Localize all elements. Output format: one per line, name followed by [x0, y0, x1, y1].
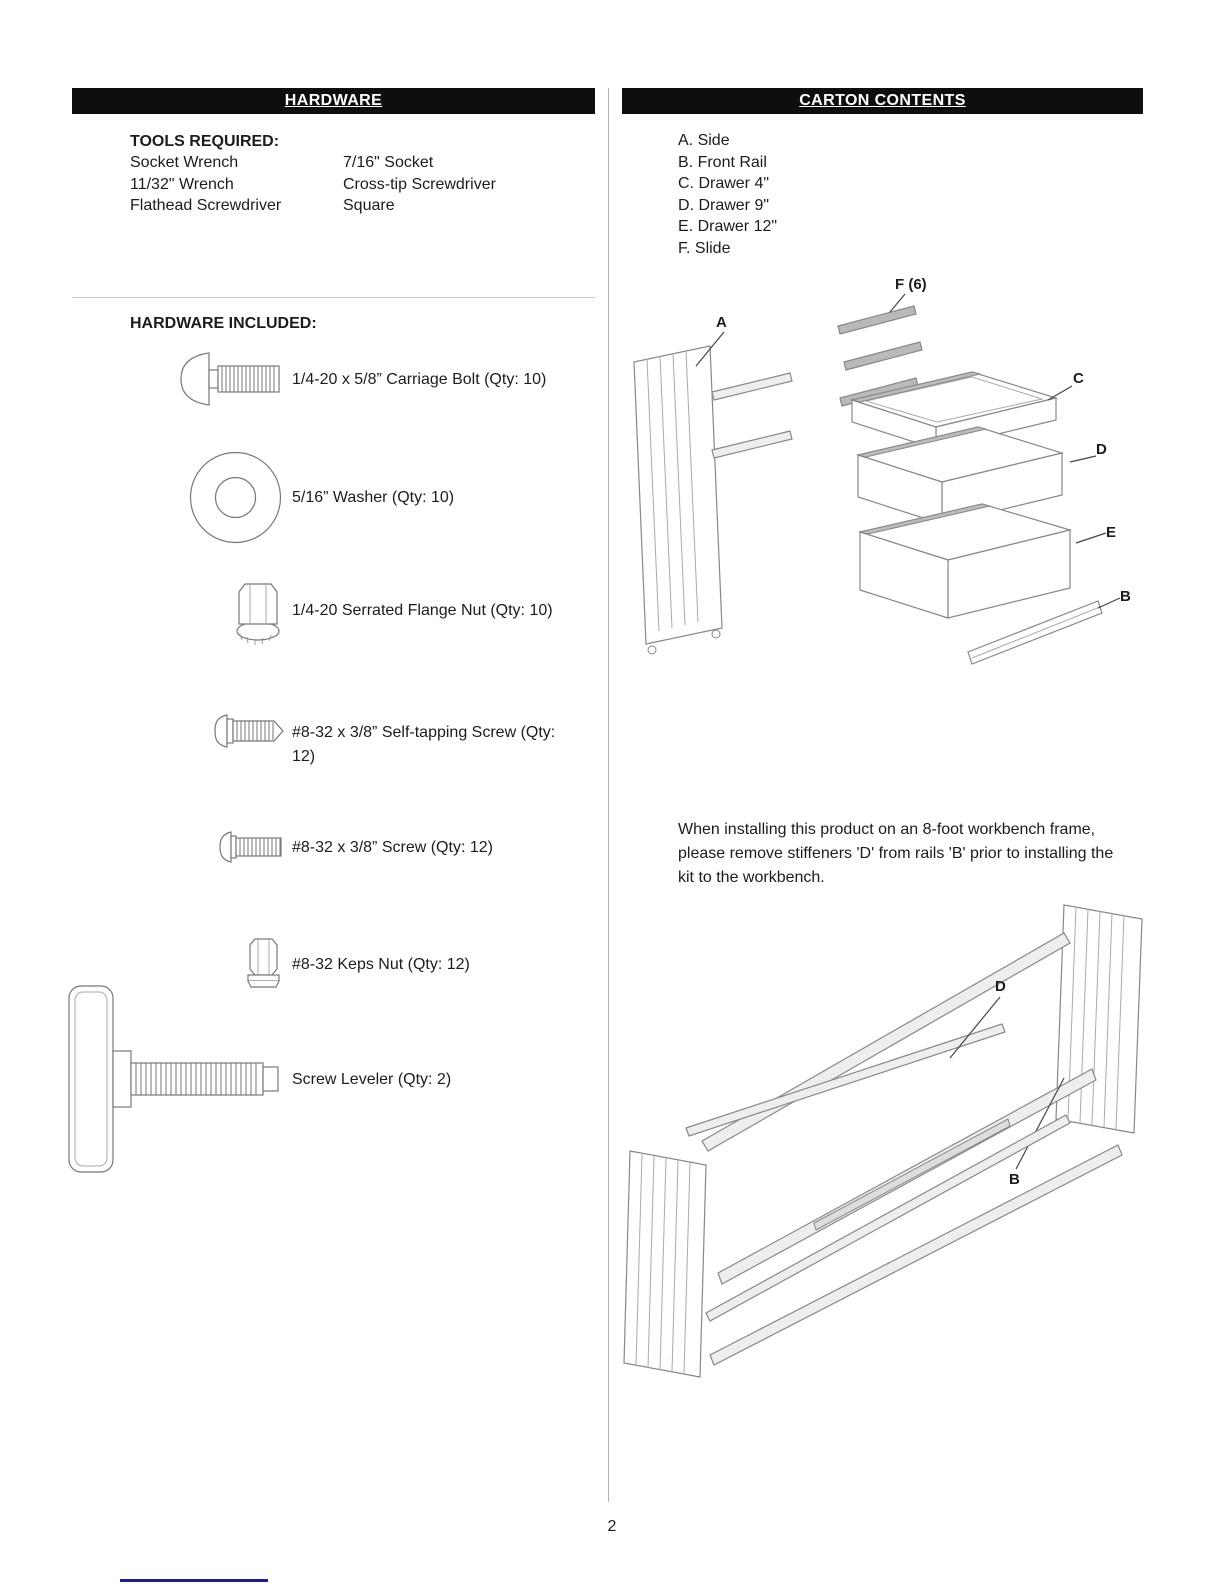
column-divider: [608, 88, 609, 1502]
footer-link[interactable]: [120, 1579, 268, 1582]
hardware-item-label: Screw Leveler (Qty: 2): [292, 1071, 452, 1088]
hardware-section-header: HARDWARE: [72, 88, 595, 114]
tool-item: Square: [343, 197, 395, 214]
carton-contents-header-label: CARTON CONTENTS: [799, 92, 966, 109]
washer-icon: [189, 451, 282, 544]
carriage-bolt-icon: [180, 352, 280, 406]
self-tapping-screw-icon: [214, 714, 284, 748]
keps-nut-icon: [247, 938, 280, 988]
diagram2-label-d: D: [995, 978, 1006, 995]
hardware-header-label: HARDWARE: [284, 92, 383, 109]
workbench-frame-diagram: [623, 904, 1143, 1378]
screw-leveler-icon: [68, 985, 279, 1173]
tool-item: 11/32" Wrench: [130, 176, 234, 193]
installation-note: When installing this product on an 8-foo…: [678, 821, 1114, 886]
page-number: 2: [607, 1518, 617, 1535]
hardware-item-label: #8-32 x 3/8” Screw (Qty: 12): [292, 839, 493, 856]
carton-item: F. Slide: [678, 240, 731, 257]
carton-contents-section-header: CARTON CONTENTS: [622, 88, 1143, 114]
diagram2-label-b: B: [1009, 1171, 1020, 1188]
hardware-item-label: #8-32 Keps Nut (Qty: 12): [292, 956, 470, 973]
carton-item: A. Side: [678, 132, 730, 149]
diagram1-label-a: A: [716, 314, 727, 331]
tool-item: Flathead Screwdriver: [130, 197, 282, 214]
diagram1-label-d: D: [1096, 441, 1107, 458]
diagram1-label-e: E: [1106, 524, 1117, 541]
carton-item: E. Drawer 12": [678, 218, 778, 235]
tool-item: 7/16" Socket: [343, 154, 434, 171]
carton-contents-diagram: [633, 293, 1121, 665]
carton-item: C. Drawer 4": [678, 175, 770, 192]
diagram1-label-c: C: [1073, 370, 1084, 387]
serrated-flange-nut-icon: [236, 583, 280, 645]
tool-item: Cross-tip Screwdriver: [343, 176, 496, 193]
hardware-included-title: HARDWARE INCLUDED:: [130, 315, 317, 332]
diagram1-label-b: B: [1120, 588, 1131, 605]
screw-icon: [219, 831, 282, 863]
tools-required-title: TOOLS REQUIRED:: [130, 133, 280, 150]
carton-item: D. Drawer 9": [678, 197, 770, 214]
hardware-item-label: #8-32 x 3/8” Self-tapping Screw (Qty: 12…: [292, 724, 556, 765]
section-divider: [72, 297, 595, 298]
hardware-item-label: 5/16” Washer (Qty: 10): [292, 489, 455, 506]
diagram1-label-f: F (6): [895, 276, 927, 293]
hardware-item-label: 1/4-20 Serrated Flange Nut (Qty: 10): [292, 602, 553, 619]
carton-item: B. Front Rail: [678, 154, 767, 171]
hardware-item-label: 1/4-20 x 5/8” Carriage Bolt (Qty: 10): [292, 371, 547, 388]
tool-item: Socket Wrench: [130, 154, 239, 171]
